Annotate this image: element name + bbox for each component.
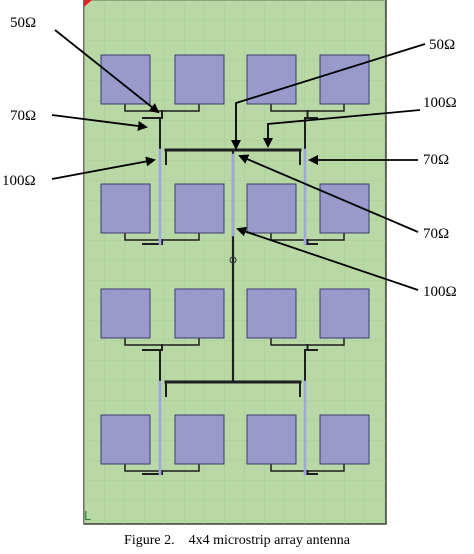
patch-r1-c2 xyxy=(174,54,225,105)
callout-arrows xyxy=(51,29,426,291)
corner-marker xyxy=(84,0,92,7)
label-50-ohm-top-right: 50Ω xyxy=(429,37,455,53)
patch-r4-c1 xyxy=(100,414,151,465)
patch-r3-c1 xyxy=(100,288,151,339)
patch-r3-c4 xyxy=(319,288,370,339)
patch-r3-c3 xyxy=(246,288,297,339)
arrow-100-right-lower xyxy=(236,226,419,291)
label-100-ohm-left: 100Ω xyxy=(2,173,36,189)
arrow-50-left xyxy=(54,29,160,114)
feed-point xyxy=(229,256,237,264)
feed-network xyxy=(124,103,345,476)
label-70-ohm-right-upper: 70Ω xyxy=(423,152,449,168)
patch-r1-c3 xyxy=(246,54,297,105)
arrow-50-right xyxy=(231,43,426,150)
patch-r3-c2 xyxy=(174,288,225,339)
label-100-ohm-right-lower: 100Ω xyxy=(423,284,457,300)
patch-r1-c1 xyxy=(100,54,151,105)
patch-r4-c3 xyxy=(246,414,297,465)
patch-r2-c2 xyxy=(174,183,225,234)
axis-marker: L xyxy=(84,509,91,523)
patch-r4-c4 xyxy=(319,414,370,465)
arrow-100-right xyxy=(263,109,421,148)
label-50-ohm-top-left: 50Ω xyxy=(10,15,36,31)
arrow-70-right-lower xyxy=(238,154,419,233)
patch-r2-c1 xyxy=(100,183,151,234)
arrow-100-left xyxy=(51,156,156,180)
patch-r1-c4 xyxy=(319,54,370,105)
patch-r4-c2 xyxy=(174,414,225,465)
label-70-ohm-left: 70Ω xyxy=(10,108,36,124)
figure-caption: Figure 2. 4x4 microstrip array antenna xyxy=(124,533,350,548)
arrow-70-left xyxy=(51,114,148,131)
patch-r2-c3 xyxy=(246,183,297,234)
label-70-ohm-right-lower: 70Ω xyxy=(423,226,449,242)
label-100-ohm-right-upper: 100Ω xyxy=(423,95,457,111)
